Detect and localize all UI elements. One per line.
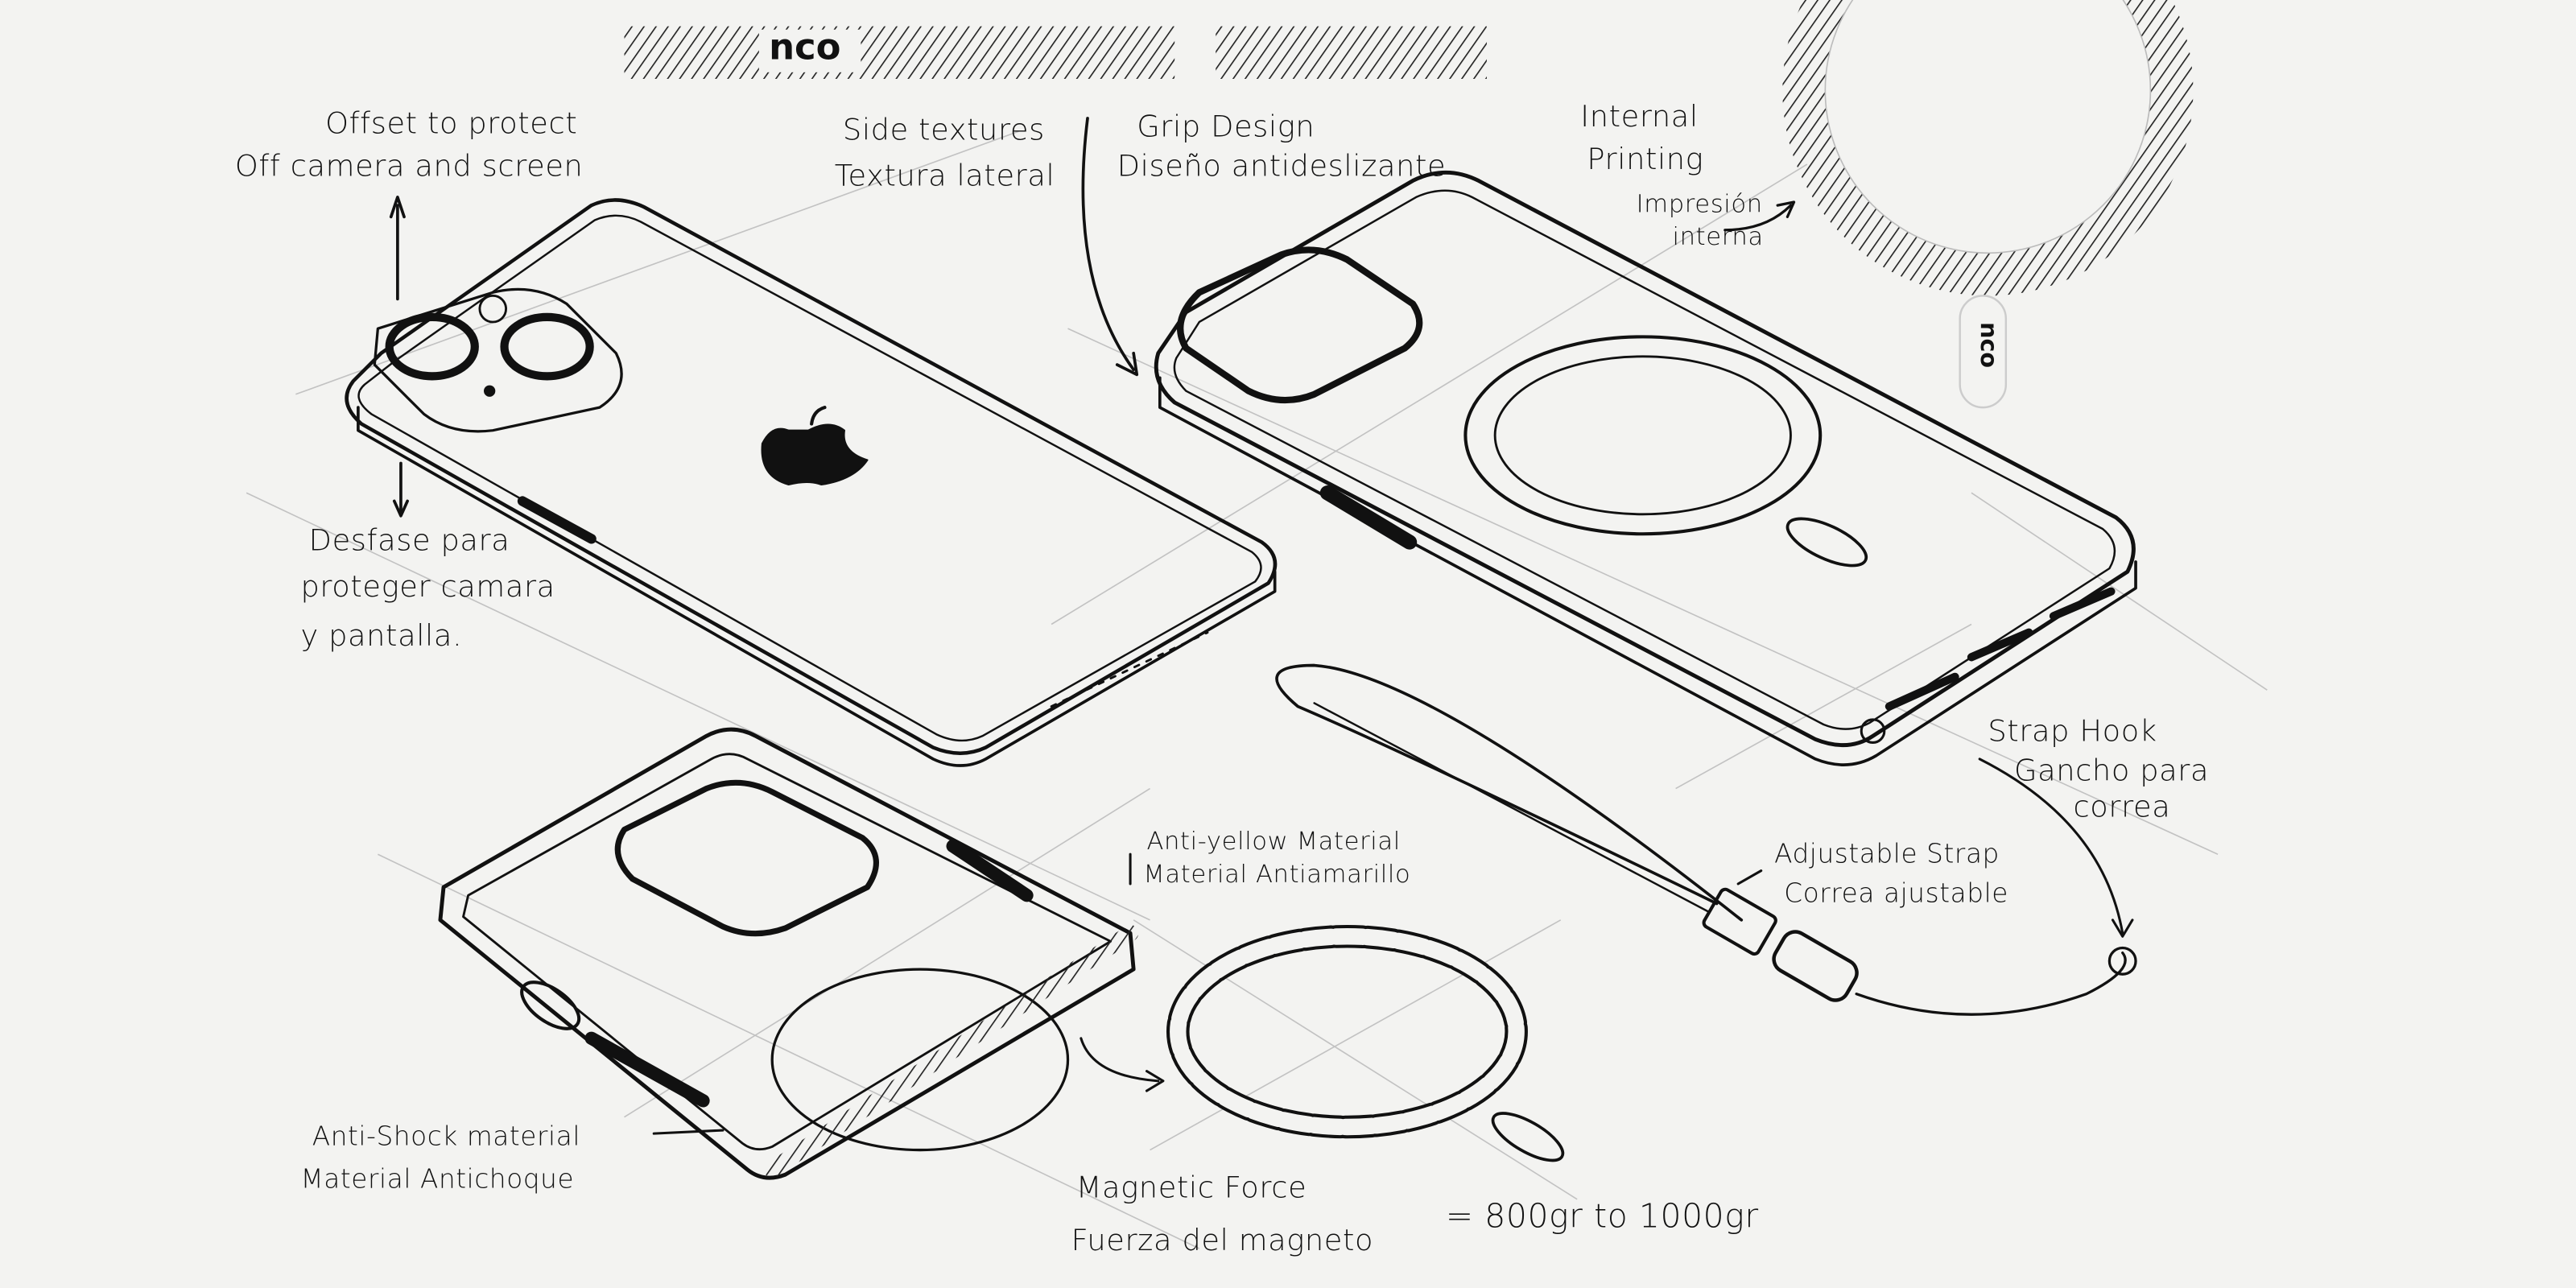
label-strap-hook-es-2: correa — [2073, 790, 2171, 825]
label-adjustable-es: Correa ajustable — [1784, 877, 2009, 909]
label-side-es: Textura lateral — [834, 159, 1055, 194]
label-offset-en: Offset to protect — [325, 106, 578, 142]
label-internal-es-2: interna — [1672, 221, 1764, 252]
label-antishock-en: Anti-Shock material — [312, 1120, 581, 1152]
label-offset-es-2: proteger camara — [300, 570, 555, 605]
banner-hatched — [1216, 26, 1487, 79]
camera-lens-icon — [500, 312, 594, 381]
apple-logo-icon — [761, 423, 869, 486]
magnet-ring — [1166, 924, 1565, 1162]
label-grip-en: Grip Design — [1137, 109, 1315, 145]
label-internal-es: Impresión — [1636, 188, 1763, 219]
brand-tag — [1959, 295, 2008, 409]
camera-lens-icon — [385, 312, 479, 381]
brand-tag-logo: nco — [1974, 322, 2001, 369]
label-internal-en: Internal — [1580, 100, 1699, 135]
label-strap-hook-en: Strap Hook — [1988, 714, 2157, 749]
case-cutaway-view — [438, 727, 1139, 1180]
strap-ring — [2107, 946, 2137, 976]
construction-guides — [246, 130, 2268, 1249]
label-offset-en-2: Off camera and screen — [234, 149, 584, 184]
label-strap-hook-es: Gancho para — [2014, 753, 2210, 789]
label-offset-es: Desfase para — [308, 524, 510, 559]
label-antishock-es: Material Antichoque — [300, 1162, 575, 1195]
label-antiyellow-es: Material Antiamarillo — [1143, 859, 1411, 890]
magsafe-case-back-view — [1154, 170, 2137, 766]
brand-banner-hatched — [624, 26, 1175, 79]
label-antiyellow-en: Anti-yellow Material — [1146, 826, 1401, 857]
camera-bump — [373, 287, 623, 433]
label-magnetic-es: Fuerza del magneto — [1071, 1224, 1374, 1259]
label-internal-en-2: Printing — [1587, 142, 1704, 178]
iphone-back-view — [345, 198, 1278, 767]
camera-cutout — [1177, 246, 1423, 404]
label-side-en: Side textures — [842, 113, 1045, 148]
strap-hook-hole — [1860, 718, 1886, 744]
label-grip-es: Diseño antideslizante — [1117, 149, 1447, 184]
magsafe-ring-texture — [1782, 0, 2194, 296]
label-magnetic-value: = 800gr to 1000gr — [1445, 1195, 1759, 1236]
label-adjustable-en: Adjustable Strap — [1774, 837, 2000, 869]
leader-arrow-icon — [1081, 117, 1135, 372]
adjustable-strap — [1275, 663, 2137, 1016]
leader-arrow-icon — [1978, 758, 2124, 935]
label-offset-es-3: y pantalla. — [300, 619, 463, 654]
magsafe-ring — [1463, 335, 1823, 536]
label-magnetic-en: Magnetic Force — [1075, 1171, 1307, 1206]
brand-logo: nco — [769, 27, 841, 69]
